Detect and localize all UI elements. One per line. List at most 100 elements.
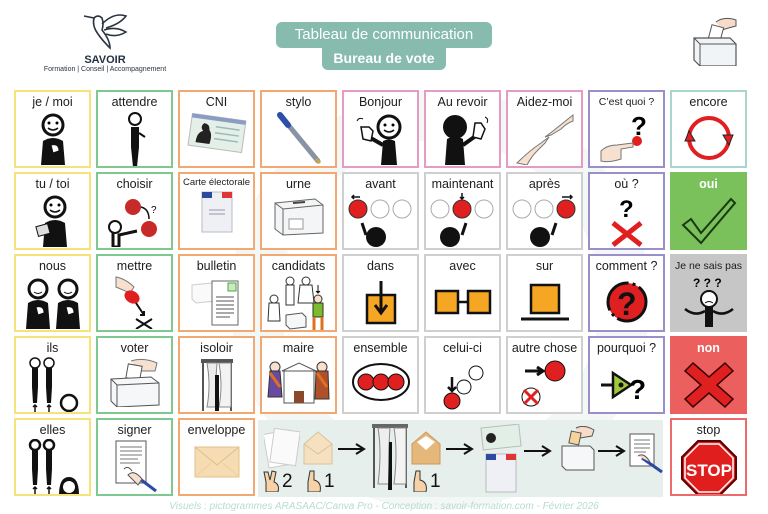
where-question-icon: ? <box>590 193 663 247</box>
put-icon <box>98 275 171 329</box>
cell-label: non <box>697 341 720 355</box>
cell-label: pourquoi ? <box>596 341 657 355</box>
arrow-right-icon <box>598 444 628 462</box>
cell-label: oui <box>699 177 718 191</box>
pen-icon <box>262 111 335 165</box>
symbol-cell-ensemble[interactable]: ensemble <box>342 336 419 414</box>
symbol-cell-bulletin[interactable]: bulletin <box>178 254 255 332</box>
arrow-right-icon <box>338 442 368 460</box>
vote-icon <box>98 357 171 407</box>
cell-label: ensemble <box>353 341 408 355</box>
person-self-icon <box>16 111 89 165</box>
symbol-cell-candidats[interactable]: candidats <box>260 254 337 332</box>
ballot-box-icon <box>262 193 335 237</box>
hand-one-icon <box>304 470 324 497</box>
symbol-cell-pourquoi[interactable]: pourquoi ?? <box>588 336 665 414</box>
id-and-voter-card-icon <box>480 423 522 499</box>
symbol-cell-celui-ci[interactable]: celui-ci <box>424 336 501 414</box>
cell-label: où ? <box>614 177 639 191</box>
cell-label: bulletin <box>196 259 237 273</box>
symbol-cell-mettre[interactable]: mettre <box>96 254 173 332</box>
symbol-cell-isoloir[interactable]: isoloir <box>178 336 255 414</box>
symbol-cell-tu-toi[interactable]: tu / toi <box>14 172 91 250</box>
symbol-cell-encore[interactable]: encore <box>670 90 747 168</box>
cross-icon <box>672 357 745 411</box>
stop-sign-icon: STOP <box>672 439 745 494</box>
arrow-right-icon <box>446 442 476 460</box>
this-one-icon <box>426 357 499 411</box>
cell-label: celui-ci <box>443 341 482 355</box>
helping-hands-icon <box>508 111 581 165</box>
cell-label: Carte électorale <box>182 177 251 188</box>
svg-text:?: ? <box>619 196 634 223</box>
step-count: 1 <box>324 471 335 492</box>
person-waiting-icon <box>98 111 171 166</box>
cell-label: tu / toi <box>35 177 70 191</box>
symbol-cell-oui[interactable]: oui <box>670 172 747 250</box>
step-count: 2 <box>282 471 293 492</box>
symbol-cell-attendre[interactable]: attendre <box>96 90 173 168</box>
svg-text:?: ? <box>617 286 637 322</box>
symbol-cell-après[interactable]: après <box>506 172 583 250</box>
hummingbird-icon <box>83 14 128 50</box>
symbol-cell-choisir[interactable]: choisir? <box>96 172 173 250</box>
symbol-cell-cni[interactable]: CNI <box>178 90 255 168</box>
symbol-cell-aidez-moi[interactable]: Aidez-moi <box>506 90 583 168</box>
symbol-cell-sur[interactable]: sur <box>506 254 583 332</box>
symbol-cell-urne[interactable]: urne <box>260 172 337 250</box>
vote-icon <box>558 425 598 477</box>
sign-document-icon <box>98 439 171 493</box>
repeat-cycle-icon <box>672 111 745 165</box>
symbol-cell-carte-électorale[interactable]: Carte électorale <box>178 172 255 250</box>
cell-label: CNI <box>205 95 228 109</box>
symbol-cell-c-est-quoi[interactable]: C’est quoi ?? <box>588 90 665 168</box>
symbol-cell-avec[interactable]: avec <box>424 254 501 332</box>
together-dots-icon <box>344 357 417 407</box>
symbol-cell-non[interactable]: non <box>670 336 747 414</box>
symbol-cell-signer[interactable]: signer <box>96 418 173 496</box>
symbol-cell-comment[interactable]: comment ?? <box>588 254 665 332</box>
symbol-cell-autre-chose[interactable]: autre chose <box>506 336 583 414</box>
why-question-icon: ? <box>590 357 663 411</box>
symbol-cell-au-revoir[interactable]: Au revoir <box>424 90 501 168</box>
symbol-cell-enveloppe[interactable]: enveloppe <box>178 418 255 496</box>
voter-card-icon <box>180 190 253 234</box>
cell-label: nous <box>38 259 67 273</box>
symbol-cell-bonjour[interactable]: Bonjour <box>342 90 419 168</box>
symbol-cell-elles[interactable]: elles <box>14 418 91 496</box>
cell-label: avec <box>449 259 476 273</box>
symbol-cell-ils[interactable]: ils <box>14 336 91 414</box>
person-you-icon <box>16 193 89 247</box>
symbol-cell-où[interactable]: où ?? <box>588 172 665 250</box>
mayor-icon <box>262 357 335 412</box>
symbol-cell-je-ne-sais-pas[interactable]: Je ne sais pas? ? ? <box>670 254 747 332</box>
symbol-cell-je-moi[interactable]: je / moi <box>14 90 91 168</box>
cell-label: comment ? <box>595 259 658 273</box>
logo: SAVOIR Formation | Conseil | Accompagnem… <box>30 10 180 73</box>
arrow-right-icon <box>524 444 554 462</box>
after-clock-icon <box>508 193 581 247</box>
dont-know-icon: ? ? ? <box>672 275 745 329</box>
cell-label: encore <box>689 95 728 109</box>
cell-label: voter <box>120 341 149 355</box>
candidates-icon <box>262 275 335 330</box>
cell-label: stop <box>696 423 721 437</box>
symbol-cell-voter[interactable]: voter <box>96 336 173 414</box>
symbol-cell-maire[interactable]: maire <box>260 336 337 414</box>
symbol-cell-nous[interactable]: nous <box>14 254 91 332</box>
voting-booth-icon <box>180 357 253 412</box>
cell-label: enveloppe <box>187 423 246 437</box>
symbol-cell-stylo[interactable]: stylo <box>260 90 337 168</box>
cell-label: C’est quoi ? <box>598 96 655 108</box>
open-envelope-icon <box>302 430 334 471</box>
cell-label: Aidez-moi <box>516 95 573 109</box>
voting-booth-icon <box>370 422 410 499</box>
footer-credits: Visuels : pictogrammes ARASAAC/Canva Pro… <box>169 501 599 512</box>
symbol-cell-maintenant[interactable]: maintenant <box>424 172 501 250</box>
logo-name: SAVOIR <box>84 54 126 66</box>
svg-text:?: ? <box>151 205 157 216</box>
cell-label: candidats <box>271 259 326 273</box>
symbol-cell-avant[interactable]: avant <box>342 172 419 250</box>
symbol-cell-dans[interactable]: dans <box>342 254 419 332</box>
